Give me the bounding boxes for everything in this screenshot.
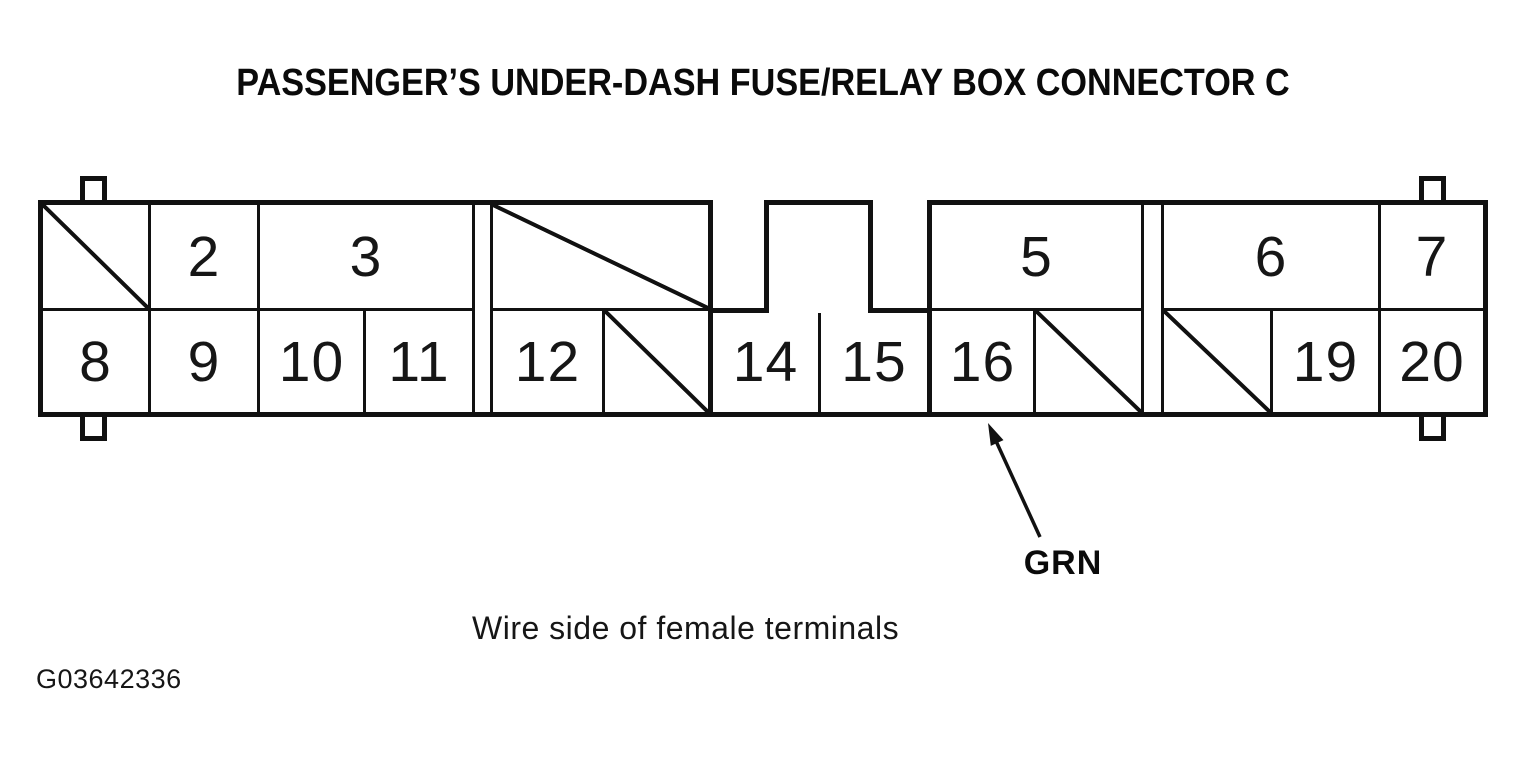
outline-bottom-edge <box>38 412 1488 417</box>
cell-divider-line <box>148 205 151 412</box>
terminal-cell-15: 15 <box>841 329 907 394</box>
blocked-cell-diagonal-18 <box>1164 311 1270 412</box>
terminal-cell-20: 20 <box>1399 329 1465 394</box>
terminal-cell-14: 14 <box>732 329 799 394</box>
terminal-cell-11: 11 <box>388 329 450 394</box>
blocked-cell-diagonal-top-4 <box>493 205 708 308</box>
cell-divider-line <box>1270 311 1273 412</box>
blocked-cell-diagonal-13 <box>605 311 708 412</box>
terminal-cell-9: 9 <box>187 329 221 394</box>
mounting-tab-top-right <box>1419 176 1446 200</box>
cell-divider-line <box>1378 205 1381 412</box>
terminal-cell-19: 19 <box>1292 329 1359 394</box>
callout-arrow-to-terminal-16 <box>988 423 1042 538</box>
terminal-cell-8: 8 <box>79 329 112 394</box>
mounting-tab-bottom-left <box>80 417 107 441</box>
cell-divider-line <box>1033 311 1036 412</box>
row-divider-line <box>1164 308 1483 311</box>
cell-divider-line <box>257 205 260 412</box>
terminal-cell-16: 16 <box>949 329 1016 394</box>
outline-top-segment <box>1144 200 1161 205</box>
terminal-cell-10: 10 <box>278 329 345 394</box>
view-caption: Wire side of female terminals <box>472 610 900 646</box>
row-divider-line <box>932 308 1141 311</box>
cell-divider-line <box>363 311 366 412</box>
terminal-cell-6: 6 <box>1254 224 1288 289</box>
wire-color-label: GRN <box>1023 544 1103 582</box>
row-divider-line <box>493 308 708 311</box>
outline-top-segment <box>475 200 490 205</box>
terminal-cell-5: 5 <box>1020 224 1053 289</box>
cell-divider-line <box>602 311 605 412</box>
terminal-cell-7: 7 <box>1415 224 1449 289</box>
terminal-cell-3: 3 <box>349 224 383 289</box>
blocked-cell-diagonal-17 <box>1036 311 1141 412</box>
blocked-cell-diagonal-top-1 <box>43 205 148 308</box>
page-title: PASSENGER’S UNDER-DASH FUSE/RELAY BOX CO… <box>236 62 1290 104</box>
terminal-cell-2: 2 <box>187 224 221 289</box>
cell-divider-line <box>818 313 821 412</box>
terminal-cell-12: 12 <box>514 329 581 394</box>
mounting-tab-top-left <box>80 176 107 200</box>
connector-key-box <box>764 200 873 313</box>
figure-id: G03642336 <box>36 664 182 694</box>
mounting-tab-bottom-right <box>1419 417 1446 441</box>
